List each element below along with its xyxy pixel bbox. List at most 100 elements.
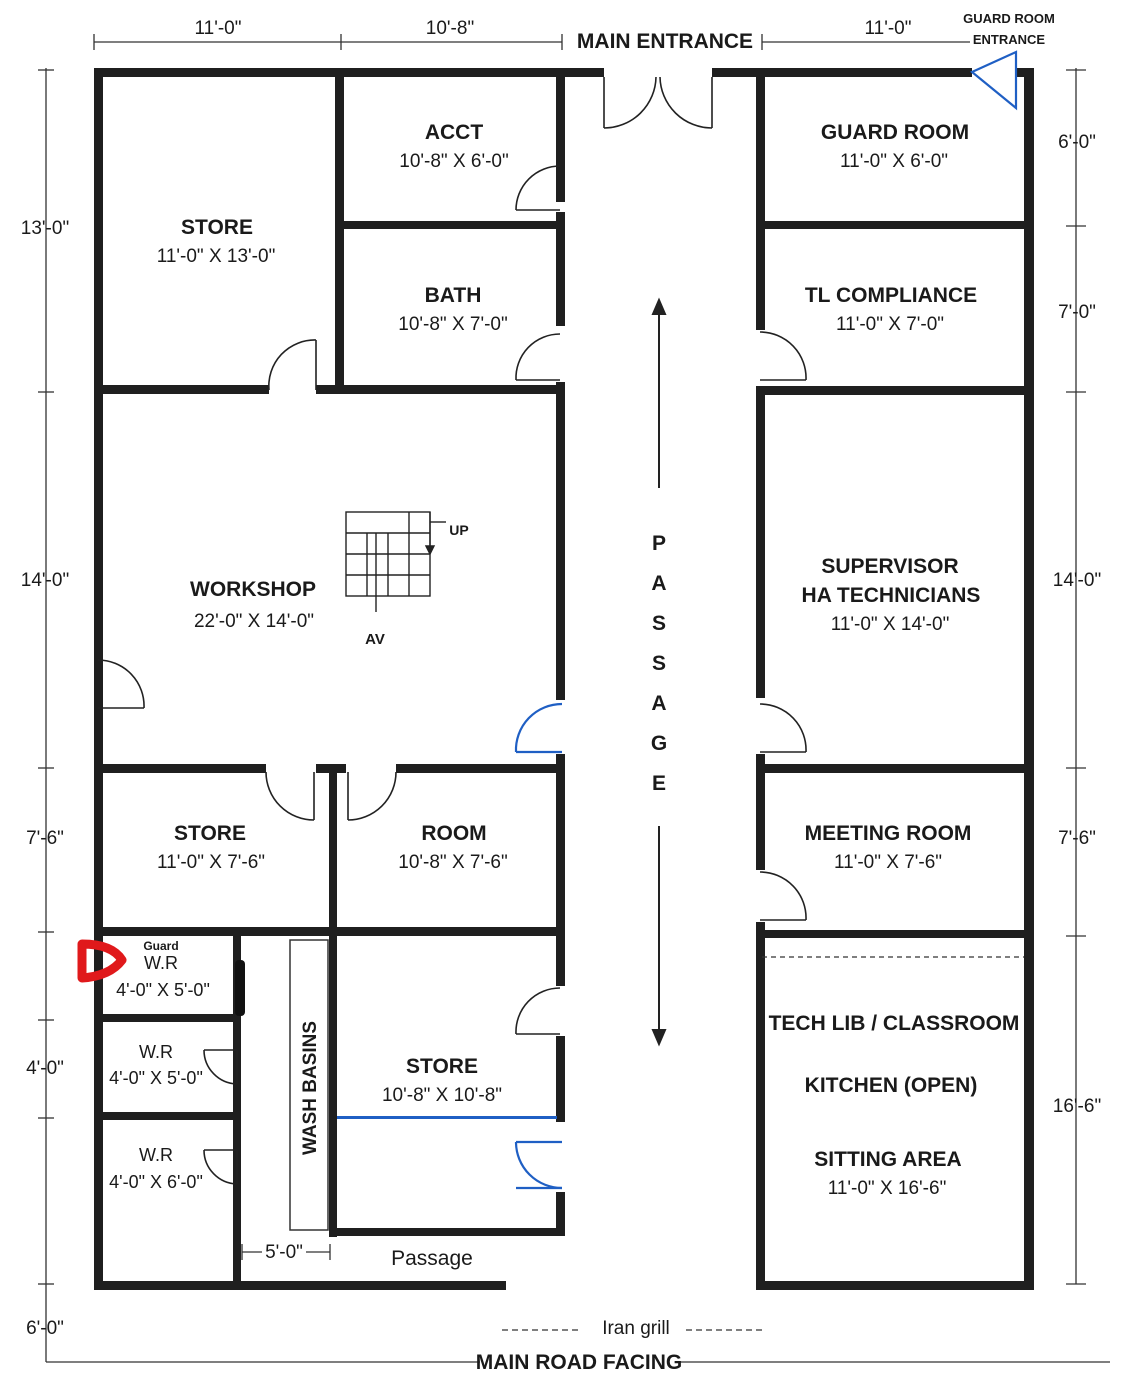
wr-2-size: 4'-0" X 5'-0"	[109, 1068, 203, 1088]
passage-letter: S	[652, 652, 666, 675]
dim-left-2: 14'-0"	[21, 570, 69, 591]
store-partition-line	[337, 1116, 557, 1119]
iran-grill-label: Iran grill	[602, 1318, 670, 1339]
wr-2-name: W.R	[139, 1042, 173, 1062]
store-1-name: STORE	[181, 216, 253, 239]
supervisor-name-1: SUPERVISOR	[821, 555, 958, 578]
main-entrance-label: MAIN ENTRANCE	[577, 30, 753, 53]
top-dimension-lines	[93, 34, 970, 50]
right-dimension-lines	[1066, 68, 1086, 1285]
acct-size: 10'-8" X 6'-0"	[399, 151, 508, 172]
bath-door	[515, 333, 561, 381]
store-3-name: STORE	[406, 1055, 478, 1078]
tl-compliance-name: TL COMPLIANCE	[805, 284, 977, 307]
tl-compliance-door	[759, 331, 807, 381]
guard-room-entrance-label-2: ENTRANCE	[973, 32, 1046, 47]
passage-width-dim: 5'-0"	[265, 1242, 303, 1263]
guard-room-entrance-label-1: GUARD ROOM	[963, 11, 1055, 26]
guard-wr-size: 4'-0" X 5'-0"	[116, 980, 210, 1000]
passage-arrow	[651, 297, 667, 1047]
passage-letter: P	[652, 532, 666, 555]
doors	[97, 76, 807, 1185]
marker-stroke	[235, 960, 245, 1016]
tech-lib-size: 11'-0" X 16'-6"	[828, 1178, 947, 1199]
bottom-dimension-lines	[46, 1244, 1110, 1363]
wr-door-3	[203, 1149, 238, 1185]
staircase	[345, 511, 446, 612]
guard-room-size: 11'-0" X 6'-0"	[840, 151, 948, 172]
dim-top-3: 11'-0"	[865, 18, 912, 39]
dim-left-4: 4'-0"	[26, 1058, 64, 1079]
stair-up-label: UP	[449, 522, 468, 538]
guard-wr-name: W.R	[144, 953, 178, 973]
left-dimension-lines	[38, 68, 54, 1362]
top-labels: 11'-0" 10'-8" MAIN ENTRANCE 11'-0" GUARD…	[195, 11, 1055, 53]
guard-room-name: GUARD ROOM	[821, 121, 969, 144]
room-size: 10'-8" X 7'-6"	[398, 852, 507, 873]
supervisor-size: 11'-0" X 14'-0"	[831, 614, 950, 635]
passage-label: P A S S A G E	[651, 532, 667, 795]
acct-door	[515, 165, 561, 211]
main-road-label: MAIN ROAD FACING	[476, 1351, 683, 1374]
dim-left-5: 6'-0"	[26, 1318, 64, 1339]
bath-size: 10'-8" X 7'-0"	[398, 314, 507, 335]
store-2-size: 11'-0" X 7'-6"	[157, 852, 265, 873]
wash-basins-label: WASH BASINS	[300, 1021, 321, 1155]
passage-letter: A	[651, 572, 666, 595]
workshop-right-door	[514, 702, 563, 754]
store-3-size: 10'-8" X 10'-8"	[382, 1085, 502, 1106]
dim-top-2: 10'-8"	[426, 18, 474, 39]
guard-room-entrance-door	[969, 50, 1018, 111]
passage-letter: G	[651, 732, 667, 755]
right-dimensions: 6'-0" 7'-0" 14'-0" 7'-6" 16'-6"	[1053, 132, 1101, 1117]
dim-right-3: 14'-0"	[1053, 570, 1101, 591]
bottom-labels: 5'-0" Passage Iran grill MAIN ROAD FACIN…	[265, 1242, 682, 1374]
passage-letter: A	[651, 692, 666, 715]
tech-lib-line-1: TECH LIB / CLASSROOM	[769, 1012, 1020, 1035]
meeting-room-size: 11'-0" X 7'-6"	[834, 852, 942, 873]
wr-door-2	[203, 1049, 238, 1085]
store-2-name: STORE	[174, 822, 246, 845]
room-door	[347, 771, 397, 821]
dim-left-1: 13'-0"	[21, 218, 69, 239]
passage-letter: E	[652, 772, 666, 795]
guard-annotation: Guard	[143, 939, 178, 953]
bath-name: BATH	[425, 284, 482, 307]
dim-right-5: 16'-6"	[1053, 1096, 1101, 1117]
room-labels: STORE 11'-0" X 13'-0" ACCT 10'-8" X 6'-0…	[109, 121, 1019, 1199]
dim-right-1: 6'-0"	[1058, 132, 1096, 153]
av-label: AV	[365, 631, 385, 648]
dim-left-3: 7'-6"	[26, 828, 64, 849]
store-1-size: 11'-0" X 13'-0"	[157, 246, 276, 267]
wash-basin-counter	[289, 939, 329, 1231]
bottom-passage-label: Passage	[391, 1247, 473, 1270]
store-door-1	[268, 339, 317, 391]
tech-lib-line-2: KITCHEN (OPEN)	[805, 1074, 978, 1097]
dim-right-2: 7'-0"	[1058, 302, 1096, 323]
acct-name: ACCT	[425, 121, 483, 144]
room-name: ROOM	[421, 822, 486, 845]
main-entrance-door	[603, 76, 713, 129]
red-markup	[77, 939, 127, 983]
supervisor-name-2: HA TECHNICIANS	[802, 584, 981, 607]
walls	[94, 68, 1034, 1290]
highlighted-doors	[514, 50, 1018, 1190]
wr-3-name: W.R	[139, 1145, 173, 1165]
workshop-name: WORKSHOP	[190, 578, 316, 601]
supervisor-door	[759, 703, 807, 753]
store-lower-door	[514, 1140, 563, 1190]
left-dimensions: 13'-0" 14'-0" 7'-6" 4'-0" 6'-0"	[21, 218, 69, 1339]
dim-right-4: 7'-6"	[1058, 828, 1096, 849]
meeting-room-door	[759, 871, 807, 921]
tl-compliance-size: 11'-0" X 7'-0"	[836, 314, 944, 335]
store-door-3	[515, 987, 561, 1035]
store-door-2	[265, 771, 315, 821]
passage-letter: S	[652, 612, 666, 635]
tech-lib-line-3: SITTING AREA	[814, 1148, 961, 1171]
dim-top-1: 11'-0"	[195, 18, 242, 39]
workshop-size: 22'-0" X 14'-0"	[194, 611, 314, 632]
wr-3-size: 4'-0" X 6'-0"	[109, 1172, 203, 1192]
meeting-room-name: MEETING ROOM	[805, 822, 972, 845]
